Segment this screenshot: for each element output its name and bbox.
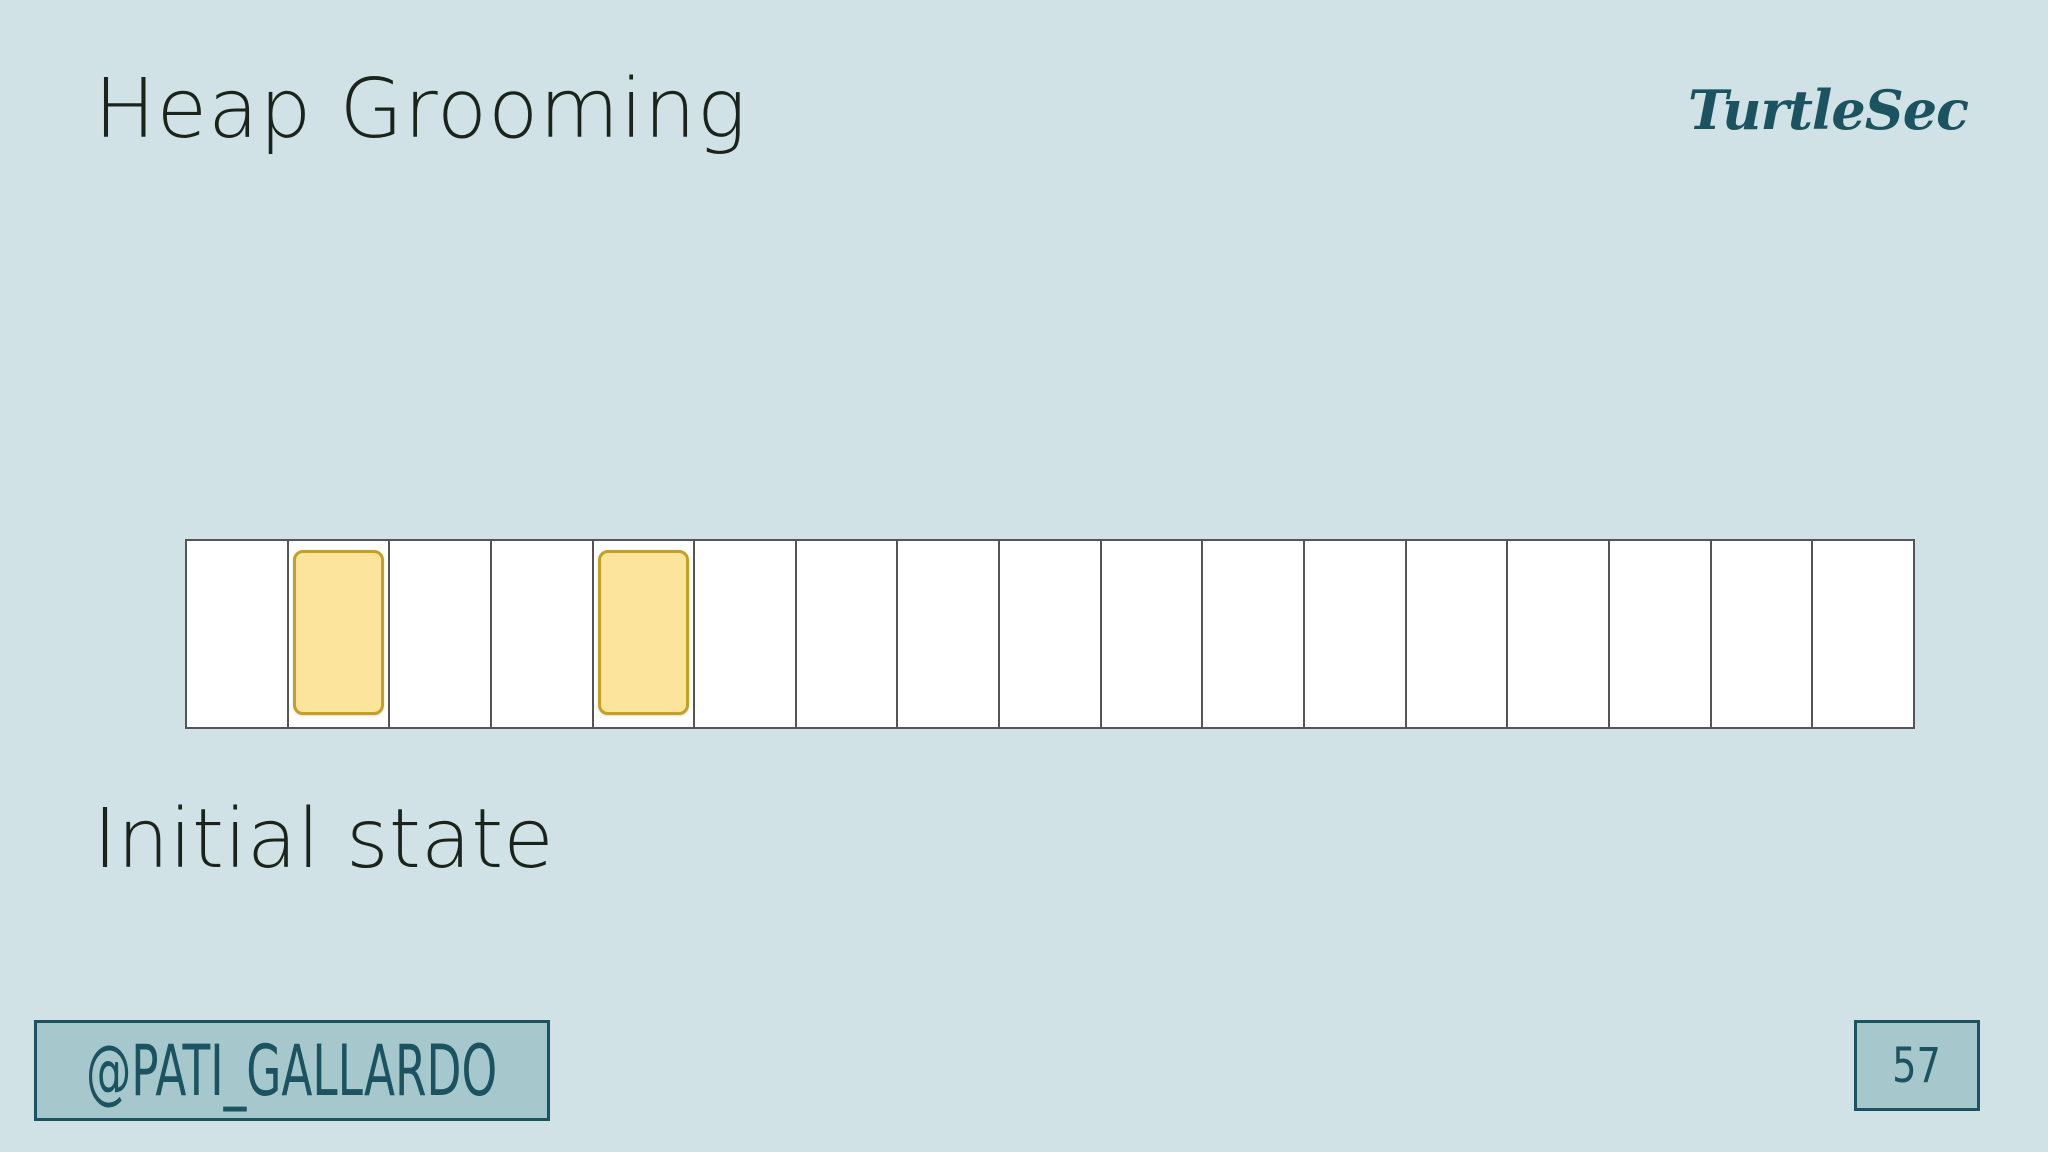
page-number: 57 <box>1892 1037 1942 1094</box>
heap-cell <box>695 541 797 727</box>
heap-cell <box>796 541 899 727</box>
brand-logo: TurtleSec <box>1688 78 1969 142</box>
heap-cell <box>187 541 289 727</box>
allocated-chunk <box>292 550 385 715</box>
heap-cell <box>390 541 492 727</box>
page-number-box: 57 <box>1854 1020 1980 1111</box>
heap-cell <box>1101 541 1204 727</box>
allocated-chunk <box>597 550 690 715</box>
heap-cell <box>898 541 1001 727</box>
heap-memory-row <box>185 539 1915 729</box>
heap-cell <box>1813 541 1913 727</box>
heap-cell <box>1711 541 1814 727</box>
state-caption: Initial state <box>93 792 554 887</box>
slide-title: Heap Grooming <box>94 62 748 157</box>
heap-cell <box>1000 541 1102 727</box>
twitter-handle-box: @PATI_GALLARDO <box>34 1020 550 1121</box>
heap-cell <box>491 541 594 727</box>
heap-cell <box>1203 541 1306 727</box>
heap-cell <box>288 541 391 727</box>
heap-cell <box>593 541 696 727</box>
heap-cell <box>1406 541 1509 727</box>
heap-cell <box>1305 541 1407 727</box>
twitter-handle: @PATI_GALLARDO <box>86 1029 498 1112</box>
heap-cell <box>1609 541 1712 727</box>
heap-cell <box>1508 541 1610 727</box>
